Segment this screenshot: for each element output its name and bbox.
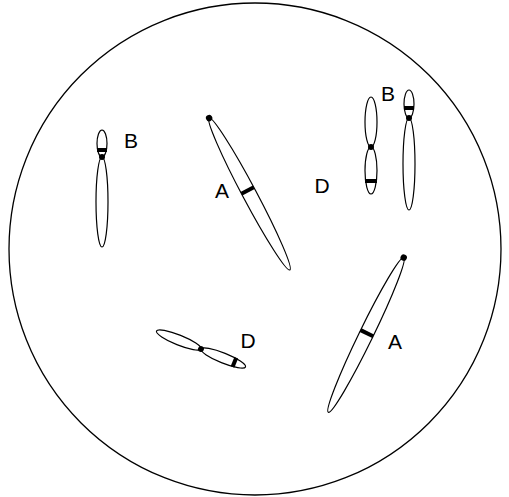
chromosome-label: D [240, 330, 255, 351]
chromosome-d [155, 326, 248, 371]
chromosome-label: D [314, 175, 329, 196]
chromosome-a [322, 252, 411, 416]
chromosome-a [201, 112, 296, 273]
chromosome-label: A [215, 180, 229, 201]
chromosome-label: A [388, 331, 402, 352]
chromosome-label: B [124, 130, 138, 151]
chromosome-b [403, 90, 415, 210]
chromosome-d [365, 97, 377, 194]
cell-outline [9, 3, 501, 495]
chromosome-label: B [381, 83, 395, 104]
chromosome-b [96, 130, 108, 247]
